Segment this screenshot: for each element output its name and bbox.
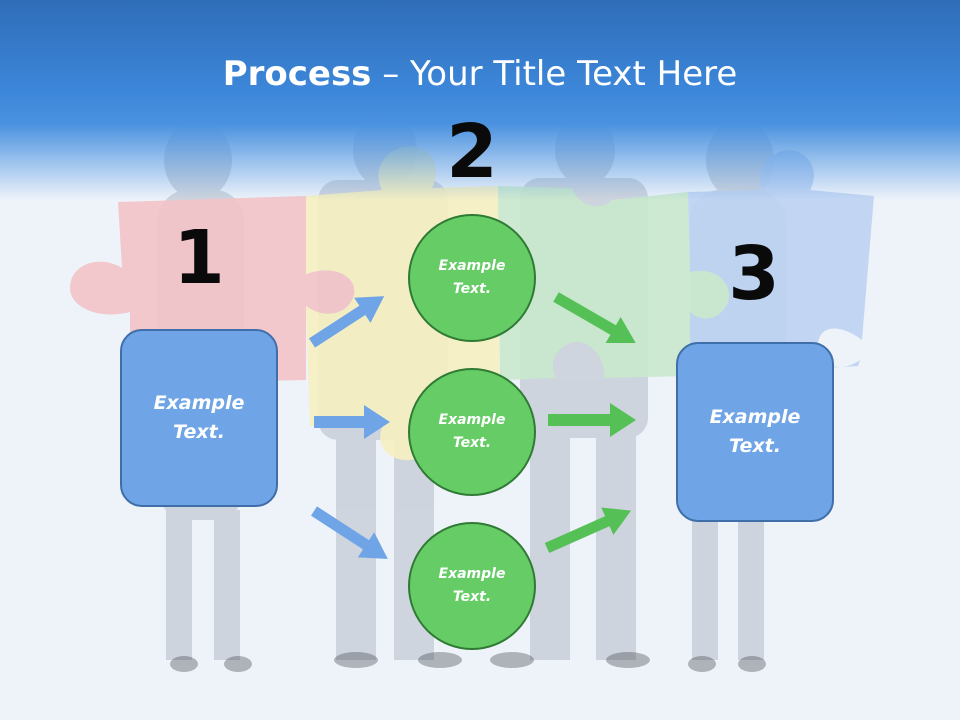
right-box-line1: Example (709, 406, 801, 428)
right-arrow-icon (314, 405, 390, 439)
left-box-line2: Text. (173, 421, 225, 443)
circle-3-line1: Example (438, 566, 506, 582)
left-text-box: Example Text. (120, 329, 278, 507)
right-arrow-icon (311, 506, 388, 559)
circle-text-3: Example Text. (408, 522, 536, 650)
right-arrow-icon (553, 292, 636, 343)
title-rest: – Your Title Text Here (371, 54, 738, 94)
puzzle-piece-green (498, 186, 730, 380)
circle-1-line1: Example (438, 258, 506, 274)
left-box-line1: Example (153, 392, 245, 414)
title-bold: Process (222, 54, 372, 94)
circle-2-line2: Text. (452, 435, 492, 451)
circle-1-line2: Text. (452, 281, 492, 297)
slide-title: Process – Your Title Text Here (0, 52, 960, 96)
title-band (0, 0, 960, 200)
circle-text-1: Example Text. (408, 214, 536, 342)
circle-2-line1: Example (438, 412, 506, 428)
step-number-3: 3 (728, 231, 780, 317)
right-arrow-icon (309, 296, 385, 348)
circle-text-2: Example Text. (408, 368, 536, 496)
right-box-line2: Text. (729, 435, 781, 457)
right-text-box: Example Text. (676, 342, 834, 522)
right-arrow-icon (544, 507, 632, 554)
step-number-2: 2 (446, 109, 498, 195)
step-number-1: 1 (173, 215, 225, 301)
circle-3-line2: Text. (452, 589, 492, 605)
puzzle-piece-blue (688, 150, 874, 376)
right-arrow-icon (548, 403, 636, 437)
